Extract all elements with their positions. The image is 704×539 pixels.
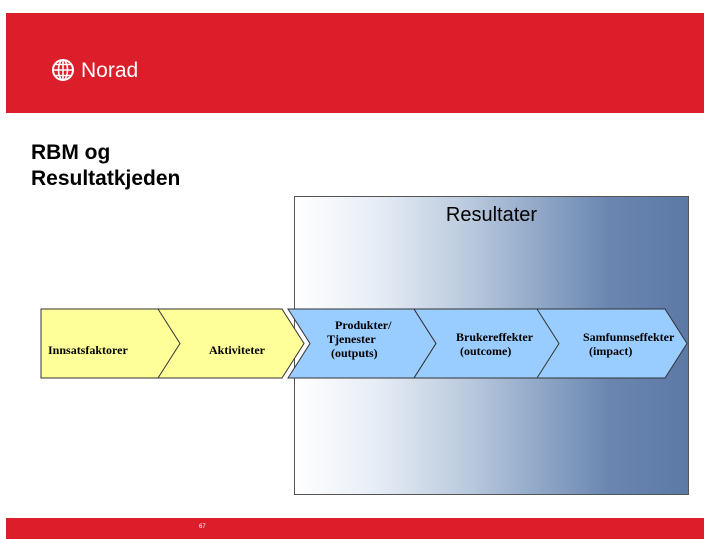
chain-step-1-label: Innsatsfaktorer xyxy=(48,343,128,357)
results-label: Resultater xyxy=(445,204,538,226)
chain-step-5-line-2: (impact) xyxy=(589,344,633,358)
norad-logo: Norad xyxy=(51,58,138,82)
globe-icon xyxy=(52,59,74,81)
chain-step-3-label: Produkter/Tjenester(outputs) xyxy=(327,318,392,360)
chain-step-5-arrow xyxy=(536,308,688,379)
chain-step-4-line-2: (outcome) xyxy=(460,344,512,358)
chain-step-2-label: Aktiviteter xyxy=(209,343,265,357)
header-bar: Norad xyxy=(6,13,704,113)
chain-step-4-label: Brukereffekter(outcome) xyxy=(456,330,533,358)
footer-bar: 67 xyxy=(6,518,704,539)
chain-step-1-line-1: Innsatsfaktorer xyxy=(48,343,128,357)
slide-title: RBM og Resultatkjeden xyxy=(31,140,180,192)
logo-text: Norad xyxy=(81,58,139,82)
chain-step-3-line-3: (outputs) xyxy=(331,346,378,360)
chain-step-3-line-2: Tjenester xyxy=(327,332,376,346)
page-number: 67 xyxy=(199,524,206,530)
chain-step-4-line-1: Brukereffekter xyxy=(456,330,534,344)
chain-step-3-line-1: Produkter/ xyxy=(335,318,392,332)
title-line-2: Resultatkjeden xyxy=(31,167,181,190)
title-line-1: RBM og xyxy=(31,141,111,164)
chain-step-5-label: Samfunnseffekter(impact) xyxy=(583,330,674,358)
chain-step-2-line-1: Aktiviteter xyxy=(209,343,265,357)
chain-step-2-arrow xyxy=(157,308,305,379)
chain-step-5-line-1: Samfunnseffekter xyxy=(583,330,675,344)
